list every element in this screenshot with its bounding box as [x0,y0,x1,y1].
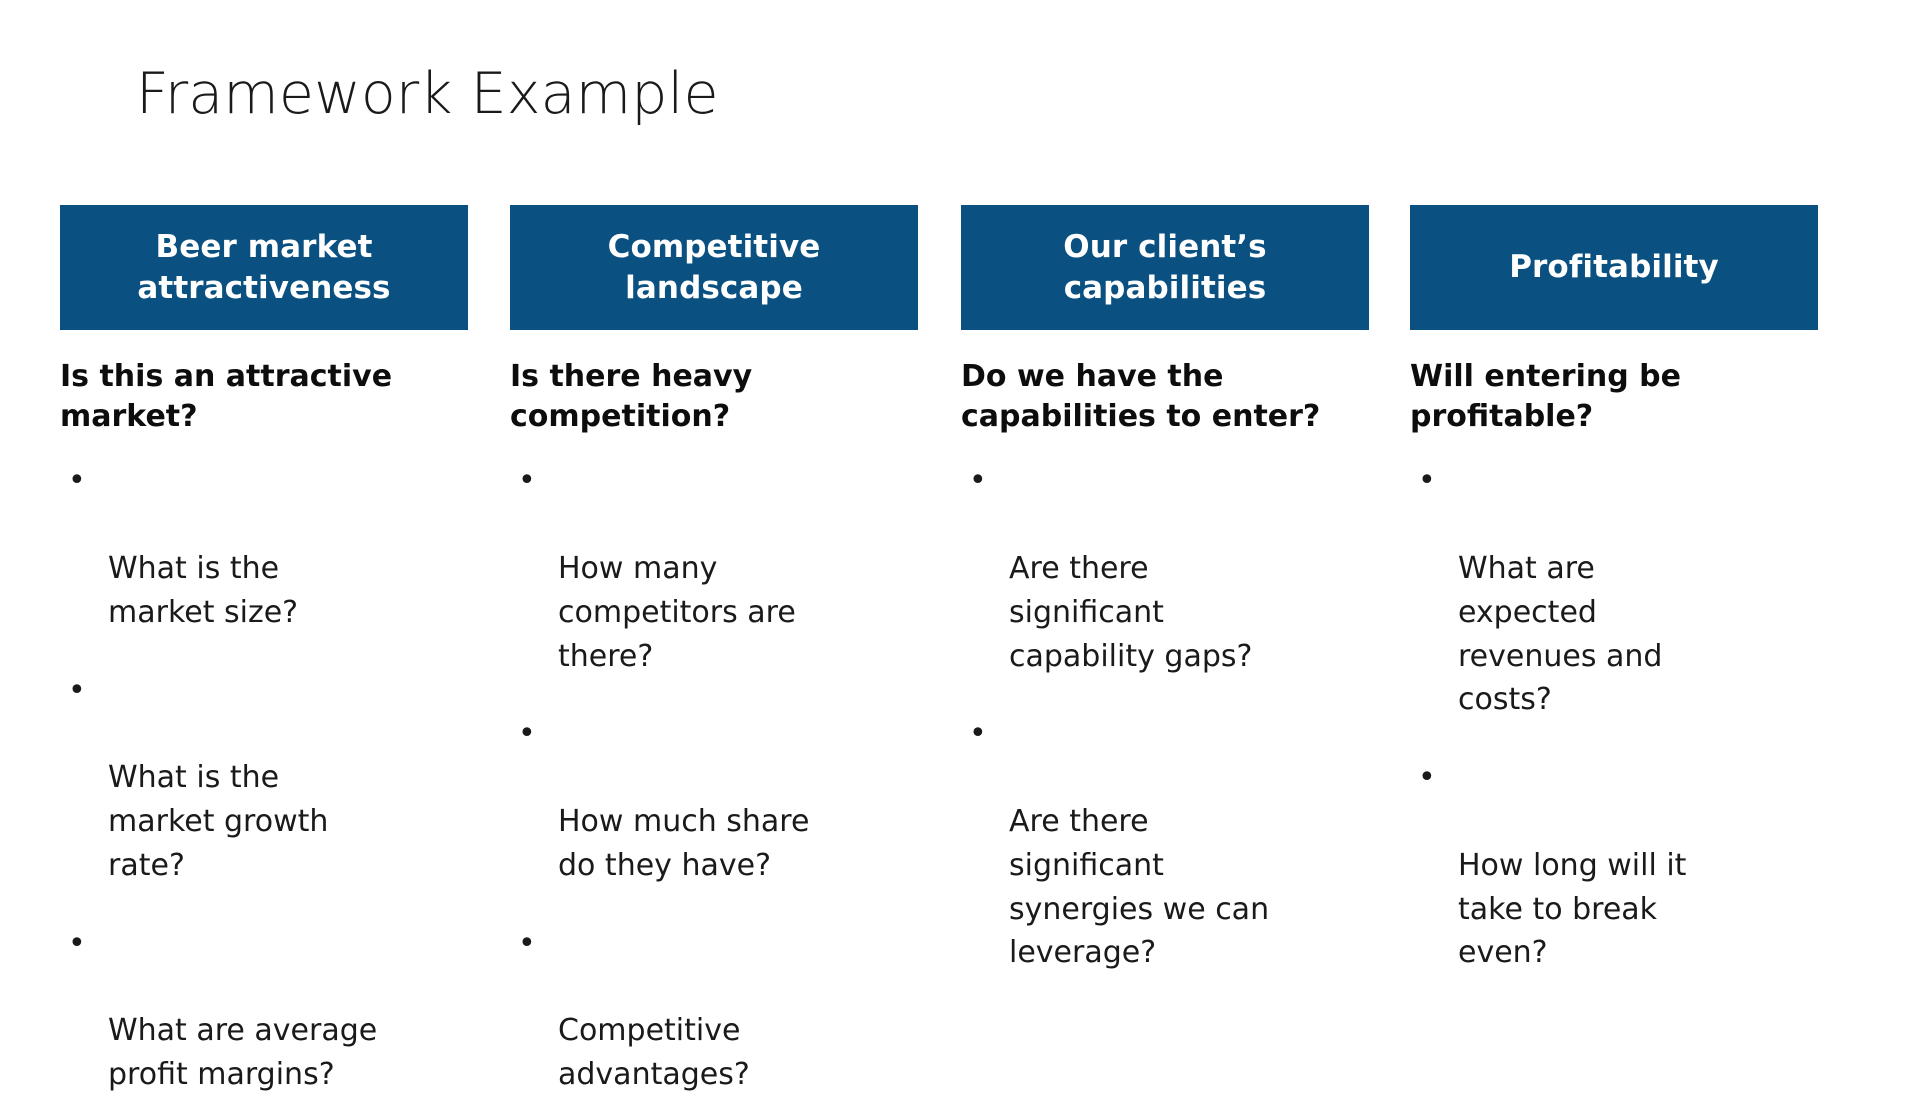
bullet-icon: • [1418,463,1436,499]
list-item: • What is the market growth rate? [60,669,460,888]
bullet-icon: • [68,925,86,961]
framework-column-1: Beer market attractiveness Is this an at… [60,205,468,1097]
column-question-3: Do we have the capabilities to enter? [961,359,1321,435]
list-item: • What is the market size? [60,459,460,634]
bullet-icon: • [518,716,536,752]
column-header-label-2: Competitive landscape [607,229,821,306]
column-header-label-1: Beer market attractiveness [137,229,391,306]
column-header-banner-3: Our client’s capabilities [961,205,1369,330]
list-item: • Competitive advantages? [510,922,910,1097]
bullet-icon: • [969,463,987,499]
list-item: • Are there significant capability gaps? [961,459,1381,678]
list-item-text: What is the market growth rate? [108,760,329,883]
list-item: • Are there significant synergies we can… [961,712,1381,975]
framework-column-2: Competitive landscape Is there heavy com… [510,205,918,1097]
list-item-text: What are expected revenues and costs? [1458,550,1663,718]
column-question-2: Is there heavy competition? [510,359,753,435]
column-header-label-3: Our client’s capabilities [1063,229,1267,306]
list-item-text: Are there significant synergies we can l… [1009,803,1270,971]
column-header-banner-4: Profitability [1410,205,1818,330]
list-item-text: How long will it take to break even? [1458,847,1687,971]
column-bullet-list-2: • How many competitors are there? • How … [510,459,910,1096]
column-question-4: Will entering be profitable? [1410,359,1681,435]
list-item: • How long will it take to break even? [1410,756,1810,975]
list-item-text: What is the market size? [108,550,299,630]
list-item-text: How much share do they have? [558,803,810,883]
page-title: Framework Example [136,61,719,127]
column-header-banner-2: Competitive landscape [510,205,918,330]
list-item-text: Competitive advantages? [558,1013,750,1092]
column-bullet-list-3: • Are there significant capability gaps?… [961,459,1381,975]
framework-column-4: Profitability Will entering be profitabl… [1410,205,1818,975]
column-bullet-list-1: • What is the market size? • What is the… [60,459,460,1096]
column-header-banner-1: Beer market attractiveness [60,205,468,330]
bullet-icon: • [1418,760,1436,796]
column-header-label-4: Profitability [1509,249,1719,286]
list-item: • What are expected revenues and costs? [1410,459,1810,722]
bullet-icon: • [68,672,86,708]
list-item-text: Are there significant capability gaps? [1009,550,1253,674]
bullet-icon: • [68,463,86,499]
list-item: • What are average profit margins? [60,922,460,1097]
framework-column-3: Our client’s capabilities Do we have the… [961,205,1369,975]
list-item-text: How many competitors are there? [558,550,796,674]
framework-columns: Beer market attractiveness Is this an at… [0,205,1920,1092]
column-question-1: Is this an attractive market? [60,359,393,435]
column-bullet-list-4: • What are expected revenues and costs? … [1410,459,1810,975]
list-item: • How much share do they have? [510,712,910,887]
list-item-text: What are average profit margins? [108,1013,378,1092]
bullet-icon: • [518,925,536,961]
bullet-icon: • [969,716,987,752]
list-item: • How many competitors are there? [510,459,910,678]
bullet-icon: • [518,463,536,499]
